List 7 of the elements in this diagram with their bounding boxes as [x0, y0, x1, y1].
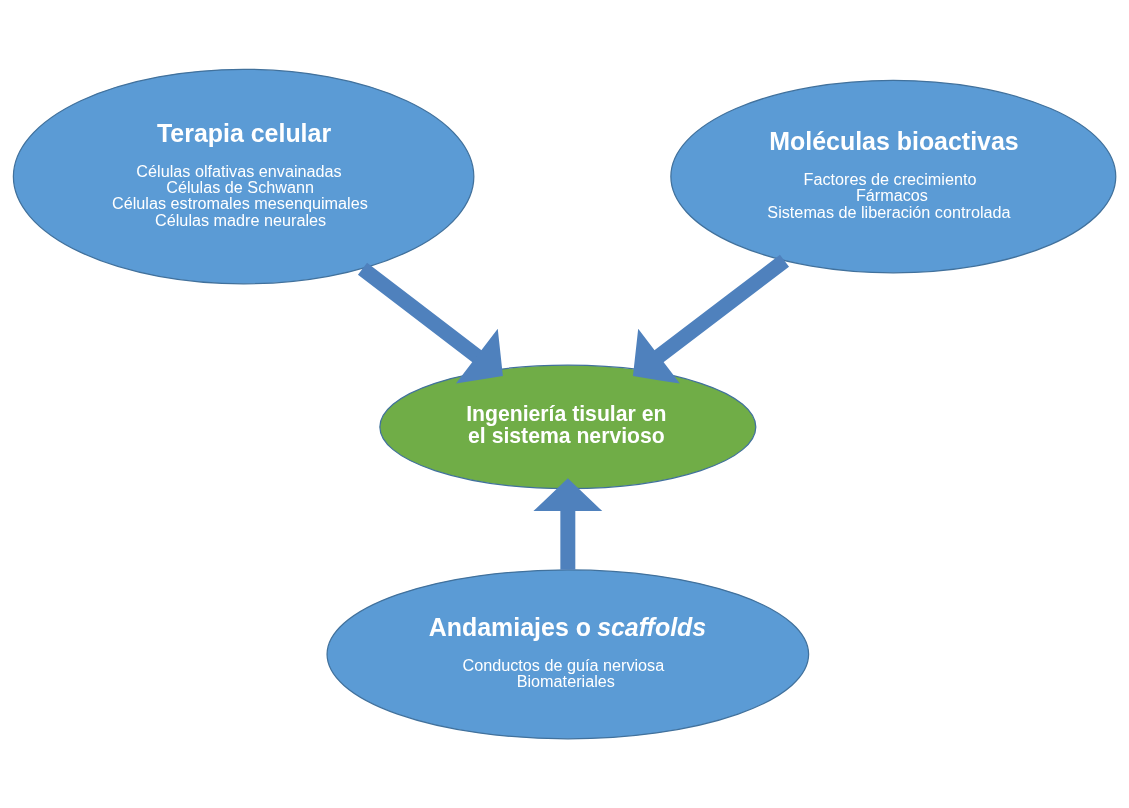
- arrow: [533, 478, 603, 570]
- node-ellipse: Andamiajes o scaffolds Conductos de guía nerviosa Biomateriales: [326, 569, 810, 740]
- node-ellipse: Ingeniería tisular en el sistema nervioso: [379, 364, 757, 490]
- arrow: [632, 254, 789, 384]
- node-ellipse: Terapia celular Células olfativas envainadas Células de Schwann Células estromales mesenquimales Células madre neurales: [12, 68, 475, 285]
- node-ellipse: Moléculas bioactivas Factores de crecimiento Fármacos Sistemas de liberación controlada: [670, 79, 1117, 274]
- arrow: [357, 262, 503, 384]
